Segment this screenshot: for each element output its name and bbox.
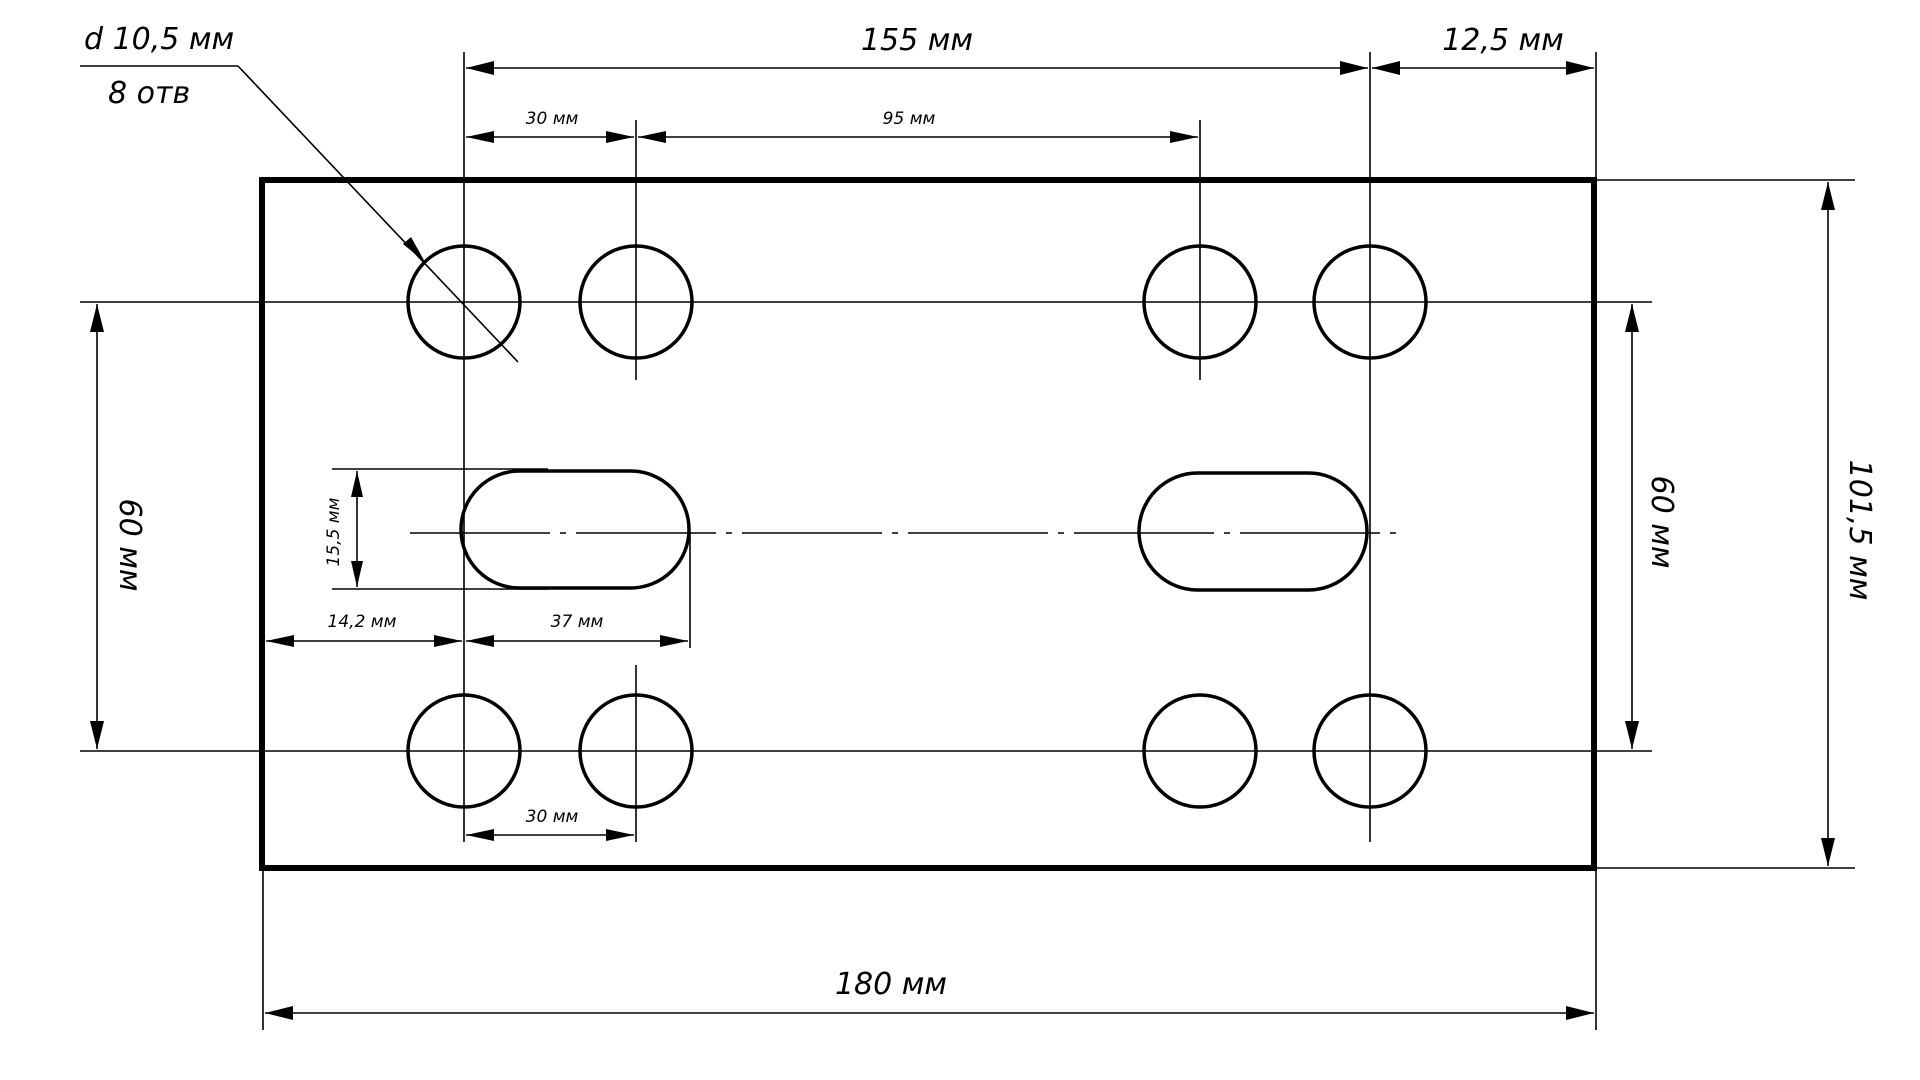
dim-14-2-label: 14,2 мм [328,612,397,632]
dim-15-5-label: 15,5 мм [324,497,344,566]
dim-155-arrow-right [1340,61,1368,75]
dim-95-arrow-left [638,131,666,143]
dim-right-60-arrow-top [1625,304,1639,332]
dim-37-arrow-right [660,635,688,647]
hole-bottom-3 [1142,693,1258,809]
dim-95-arrow-right [1170,131,1198,143]
hole-diameter-label: d 10,5 мм [84,22,234,57]
dim-12-5-label: 12,5 мм [1442,23,1564,58]
dim-37-arrow-left [466,635,494,647]
dim-left-60-arrow-bottom [90,721,104,749]
dim-15-5-arrow-bottom [351,561,363,587]
hole-callout-arrowhead [403,237,425,262]
dim-101-5-label: 101,5 мм [1842,460,1877,601]
dim-right-60-arrow-bottom [1625,721,1639,749]
hole-bottom-4 [1312,693,1428,809]
dim-14-2-arrow-left [266,635,294,647]
dim-180-label: 180 мм [835,967,947,1002]
dim-37-label: 37 мм [551,612,604,632]
slot-right [1137,471,1369,592]
dim-right-60-label: 60 мм [1644,476,1679,569]
dim-101-5-arrow-top [1821,182,1835,210]
hole-top-3 [1142,244,1258,360]
dim-155-arrow-left [466,61,494,75]
hole-count-label: 8 отв [108,76,190,111]
dim-101-5-arrow-bottom [1821,838,1835,866]
dim-bottom-30-arrow-left [466,829,494,841]
dim-bottom-30-label: 30 мм [526,807,579,827]
dim-14-2-arrow-right [434,635,462,647]
dim-top-30-arrow-left [466,131,494,143]
hole-top-2 [578,244,694,360]
dim-180-arrow-left [265,1006,293,1020]
hole-bottom-2 [578,693,694,809]
hole-top-4 [1312,244,1428,360]
hole-bottom-1 [406,693,522,809]
dim-bottom-30-arrow-right [606,829,634,841]
dim-180-arrow-right [1566,1006,1594,1020]
dim-12-5-arrow-right [1566,61,1594,75]
dim-15-5-arrow-top [351,471,363,497]
plate-outline [259,177,1597,871]
slot-left [459,469,691,590]
hole-callout-leader [237,65,519,363]
dim-155-label: 155 мм [861,23,973,58]
dim-top-30-arrow-right [606,131,634,143]
dim-12-5-arrow-left [1372,61,1400,75]
dim-left-60-arrow-top [90,304,104,332]
dim-top-30-label: 30 мм [526,109,579,129]
dim-95-label: 95 мм [883,109,936,129]
dim-left-60-label: 60 мм [112,499,147,592]
hole-top-1 [406,244,522,360]
